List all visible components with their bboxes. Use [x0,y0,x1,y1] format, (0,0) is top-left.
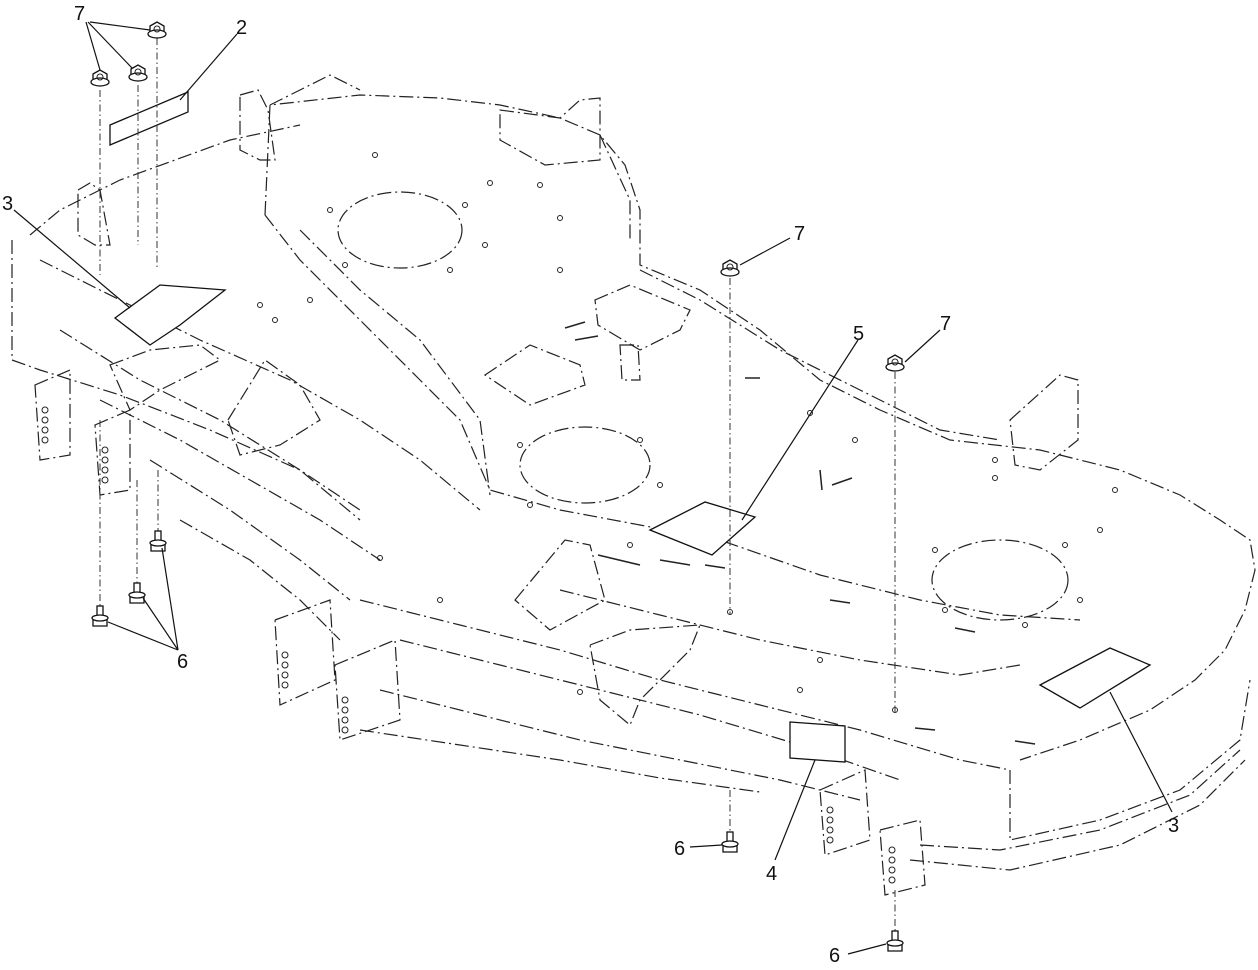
flange-nuts [90,21,905,372]
callout-5: 5 [853,323,864,345]
flange-nut-icon [720,259,740,277]
flange-bolt-icon [128,582,146,604]
callout-4: 4 [766,863,777,885]
leader-lines [13,21,1173,955]
flange-bolt-icon [149,530,167,552]
spindle-openings [337,191,1069,621]
left-spindle-opening [337,191,463,269]
flange-nut-icon [128,64,148,82]
flange-nut-icon [147,21,167,39]
callout-7: 7 [794,223,805,245]
callout-6: 6 [177,651,188,673]
decal-3-left [113,284,227,346]
mower-deck-outline [11,74,1256,871]
callout-3: 3 [2,193,13,215]
flange-bolt-icon [886,930,904,952]
callout-7: 7 [74,3,85,25]
callout-3: 3 [1168,815,1179,837]
right-spindle-opening [931,539,1069,621]
decals [109,91,1152,763]
flange-bolts [91,530,904,952]
flange-bolt-icon [721,831,739,853]
deck-slots [564,321,1036,745]
flange-nut-icon [885,354,905,372]
decal-3-right [1038,647,1152,709]
callout-6: 6 [829,945,840,967]
callout-2: 2 [236,17,247,39]
decal-5 [648,501,757,556]
callout-7: 7 [940,313,951,335]
center-spindle-opening [519,426,651,504]
decal-4 [789,721,846,763]
deck-brackets [34,89,1079,896]
callout-6: 6 [674,838,685,860]
decal-2 [109,91,189,146]
height-adjust-holes [41,406,896,884]
callout-labels: 7 2 3 6 7 5 7 3 6 4 6 [2,3,1179,967]
mounting-holes [257,152,1118,713]
flange-bolt-icon [91,605,109,627]
fastener-axes [99,38,896,935]
flange-nut-icon [90,69,110,87]
